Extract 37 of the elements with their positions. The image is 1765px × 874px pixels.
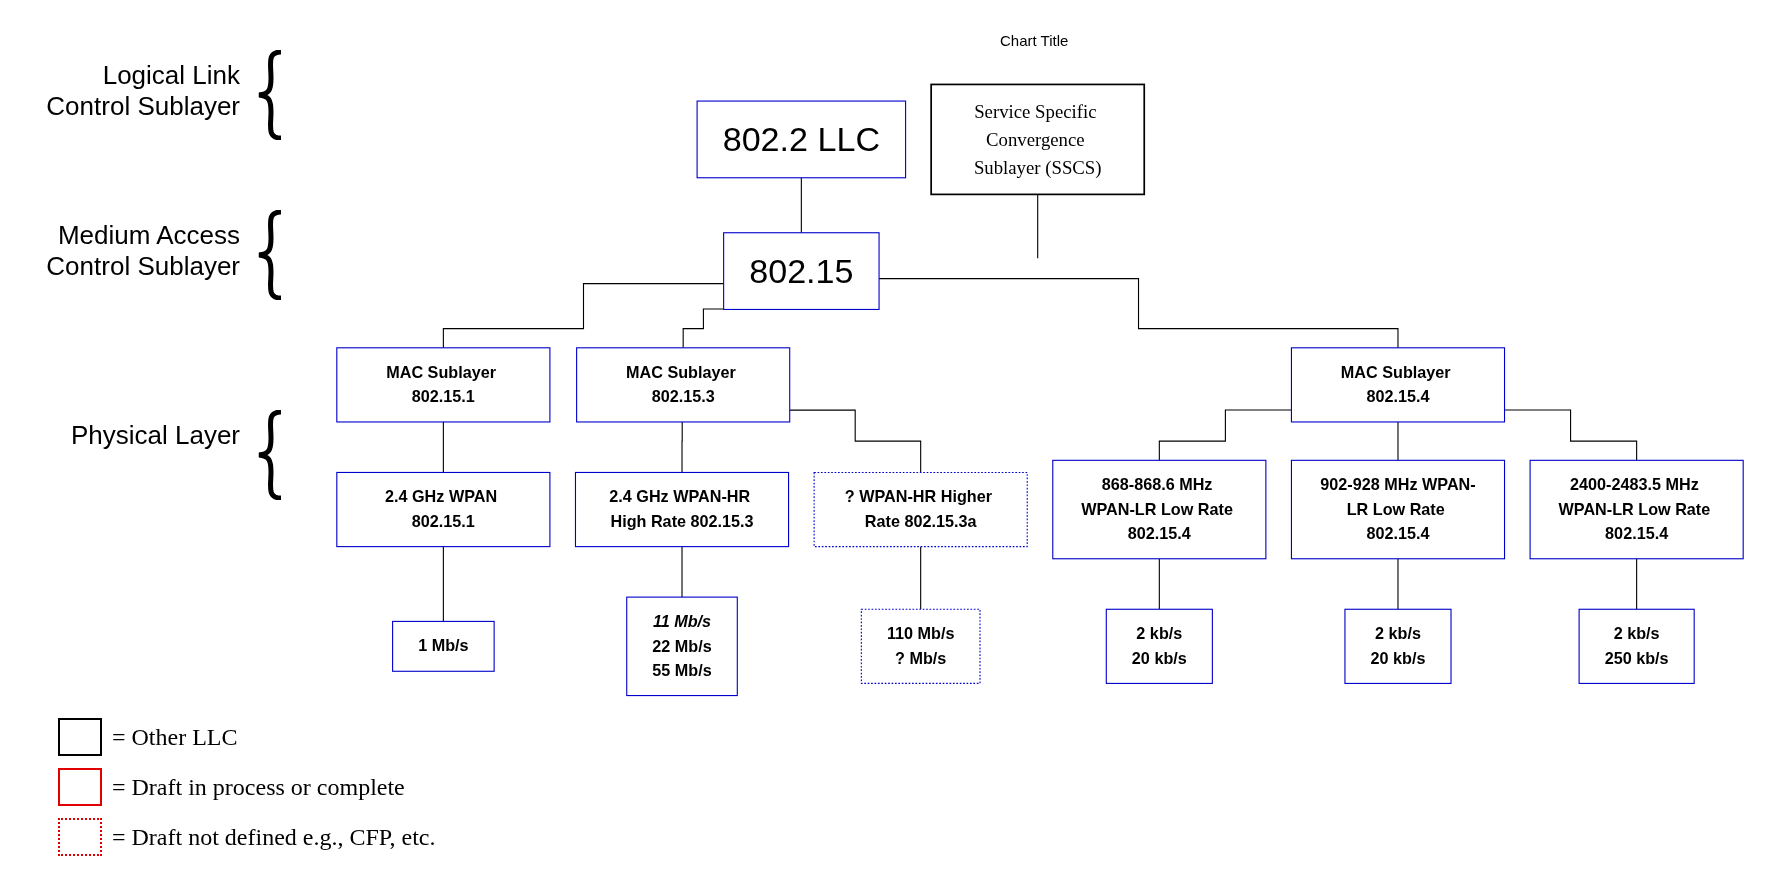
node-box: 2400-2483.5 MHz WPAN-LR Low Rate 802.15.4 xyxy=(1529,459,1744,560)
node-box: MAC Sublayer 802.15.3 xyxy=(576,347,791,423)
node-box: 2.4 GHz WPAN 802.15.1 xyxy=(336,471,551,548)
connector xyxy=(800,177,802,234)
node-box: 802.15 xyxy=(723,232,880,310)
node-box: 802.2 LLC xyxy=(696,100,907,179)
legend-text: = Other LLC xyxy=(112,723,238,751)
connector xyxy=(1037,193,1039,259)
connector xyxy=(1636,558,1638,610)
node-box: 902-928 MHz WPAN-LR Low Rate 802.15.4 xyxy=(1290,459,1506,560)
node-box: 868-868.6 MHz WPAN-LR Low Rate 802.15.4 xyxy=(1052,459,1267,560)
node-box: MAC Sublayer 802.15.1 xyxy=(336,347,551,423)
connector xyxy=(682,308,725,349)
layer-label: Logical Link Control Sublayer xyxy=(45,60,240,122)
node-box: 2 kb/s 20 kb/s xyxy=(1105,608,1213,684)
node-box: 11 Mb/s 22 Mb/s 55 Mb/s xyxy=(626,596,738,697)
legend-text: = Draft not defined e.g., CFP, etc. xyxy=(112,823,436,851)
node-box: 1 Mb/s xyxy=(392,620,495,672)
node-box: 2 kb/s 20 kb/s xyxy=(1344,608,1452,684)
legend-text: = Draft in process or complete xyxy=(112,773,405,801)
connector xyxy=(1158,409,1292,461)
layer-label: Medium Access Control Sublayer xyxy=(45,220,240,282)
connector xyxy=(442,546,444,622)
connector xyxy=(442,283,725,349)
node-box: Service Specific Convergence Sublayer (SSCS) xyxy=(930,83,1146,196)
connector xyxy=(789,409,922,473)
connector xyxy=(1158,558,1160,610)
node-box: MAC Sublayer 802.15.4 xyxy=(1290,347,1506,423)
connector xyxy=(681,421,683,473)
node-box: 2.4 GHz WPAN-HR High Rate 802.15.3 xyxy=(574,471,790,548)
connector xyxy=(442,421,444,473)
node-box: ? WPAN-HR Higher Rate 802.15.3a xyxy=(813,471,1028,548)
node-box: 2 kb/s 250 kb/s xyxy=(1578,608,1695,684)
connector xyxy=(920,546,922,610)
node-box: 110 Mb/s ? Mb/s xyxy=(860,608,981,684)
layer-label: Physical Layer xyxy=(69,420,240,451)
chart-title: Chart Title xyxy=(1000,32,1069,49)
